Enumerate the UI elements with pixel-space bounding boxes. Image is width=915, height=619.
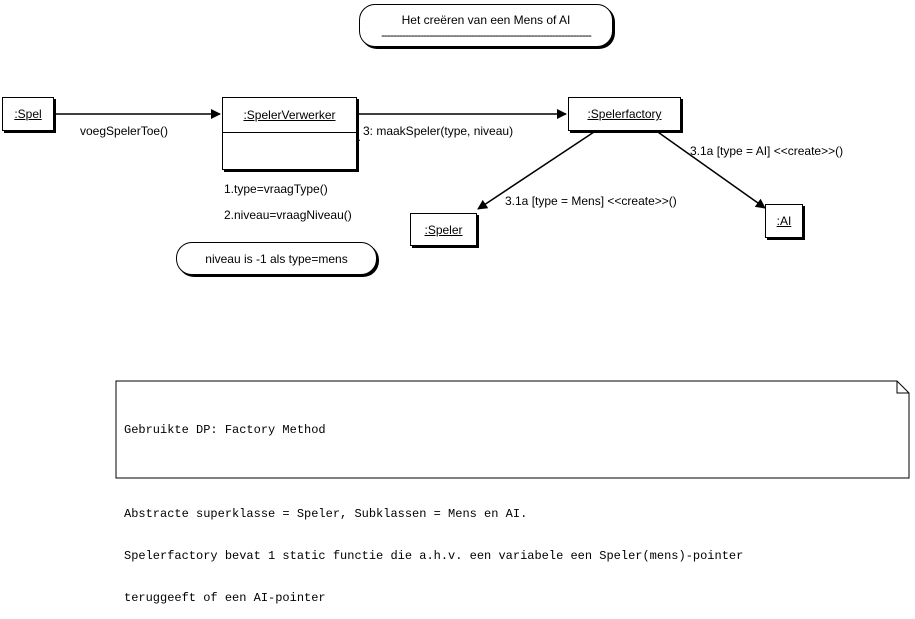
- object-ai-label: :AI: [776, 214, 792, 228]
- note-line: [124, 465, 901, 479]
- object-spelerfactory-label: :Spelerfactory: [587, 107, 662, 121]
- message-create-ai: 3.1a [type = AI] <<create>>(): [690, 144, 844, 158]
- object-spel[interactable]: :Spel: [2, 97, 54, 131]
- object-spelerfactory[interactable]: :Spelerfactory: [568, 97, 681, 131]
- note-line: Abstracte superklasse = Speler, Subklass…: [124, 507, 528, 521]
- note-shape: [115, 380, 910, 479]
- arrow-create-ai: [654, 129, 766, 209]
- message-vraag-niveau: 2.niveau=vraagNiveau(): [224, 208, 352, 222]
- note-line: teruggeeft of een AI-pointer: [124, 591, 326, 605]
- message-maak-speler: 3: maakSpeler(type, niveau): [363, 124, 514, 138]
- note-line: Gebruikte DP: Factory Method: [124, 423, 326, 437]
- object-spel-label: :Spel: [14, 107, 42, 121]
- remark-niveau: niveau is -1 als type=mens: [176, 242, 377, 275]
- message-create-mens: 3.1a [type = Mens] <<create>>(): [505, 194, 677, 208]
- design-pattern-note: Gebruikte DP: Factory Method Abstracte s…: [116, 381, 909, 605]
- arrow-create-mens: [477, 129, 598, 210]
- object-ai[interactable]: :AI: [765, 204, 803, 238]
- object-speler-label: :Speler: [424, 222, 463, 237]
- note-line: Spelerfactory bevat 1 static functie die…: [124, 549, 744, 563]
- object-spelerverwerker-label: :SpelerVerwerker: [243, 108, 336, 122]
- note-fold: [896, 381, 909, 394]
- message-voeg-speler-toe: voegSpelerToe(): [80, 124, 169, 138]
- message-vraag-type: 1.type=vraagType(): [224, 182, 328, 196]
- title-label: Het creëren van een Mens of AI ---------…: [359, 4, 613, 47]
- object-spelerverwerker[interactable]: :SpelerVerwerker: [222, 97, 357, 170]
- diagram-connectors: [56, 109, 910, 479]
- object-speler[interactable]: :Speler: [410, 213, 477, 246]
- title-text: Het creëren van een Mens of AI: [401, 13, 571, 27]
- title-underline: ----------------------------------------…: [381, 28, 592, 42]
